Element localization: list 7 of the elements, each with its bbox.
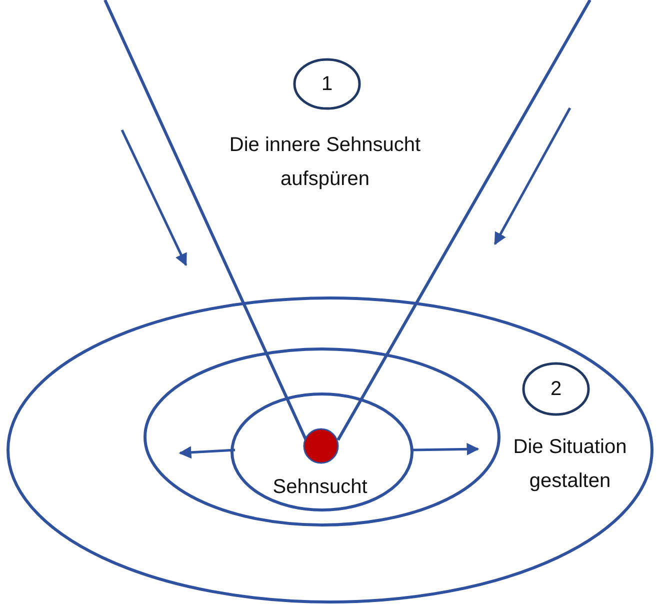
core-label: Sehnsucht bbox=[272, 475, 368, 500]
step-description: Die innere Sehnsucht aufspüren bbox=[228, 133, 422, 192]
step-number: 1 bbox=[321, 72, 333, 96]
step-description: Die Situation gestalten bbox=[512, 435, 628, 494]
step-number: 2 bbox=[550, 378, 562, 400]
number-circle bbox=[522, 362, 590, 416]
number-circle bbox=[293, 58, 361, 110]
